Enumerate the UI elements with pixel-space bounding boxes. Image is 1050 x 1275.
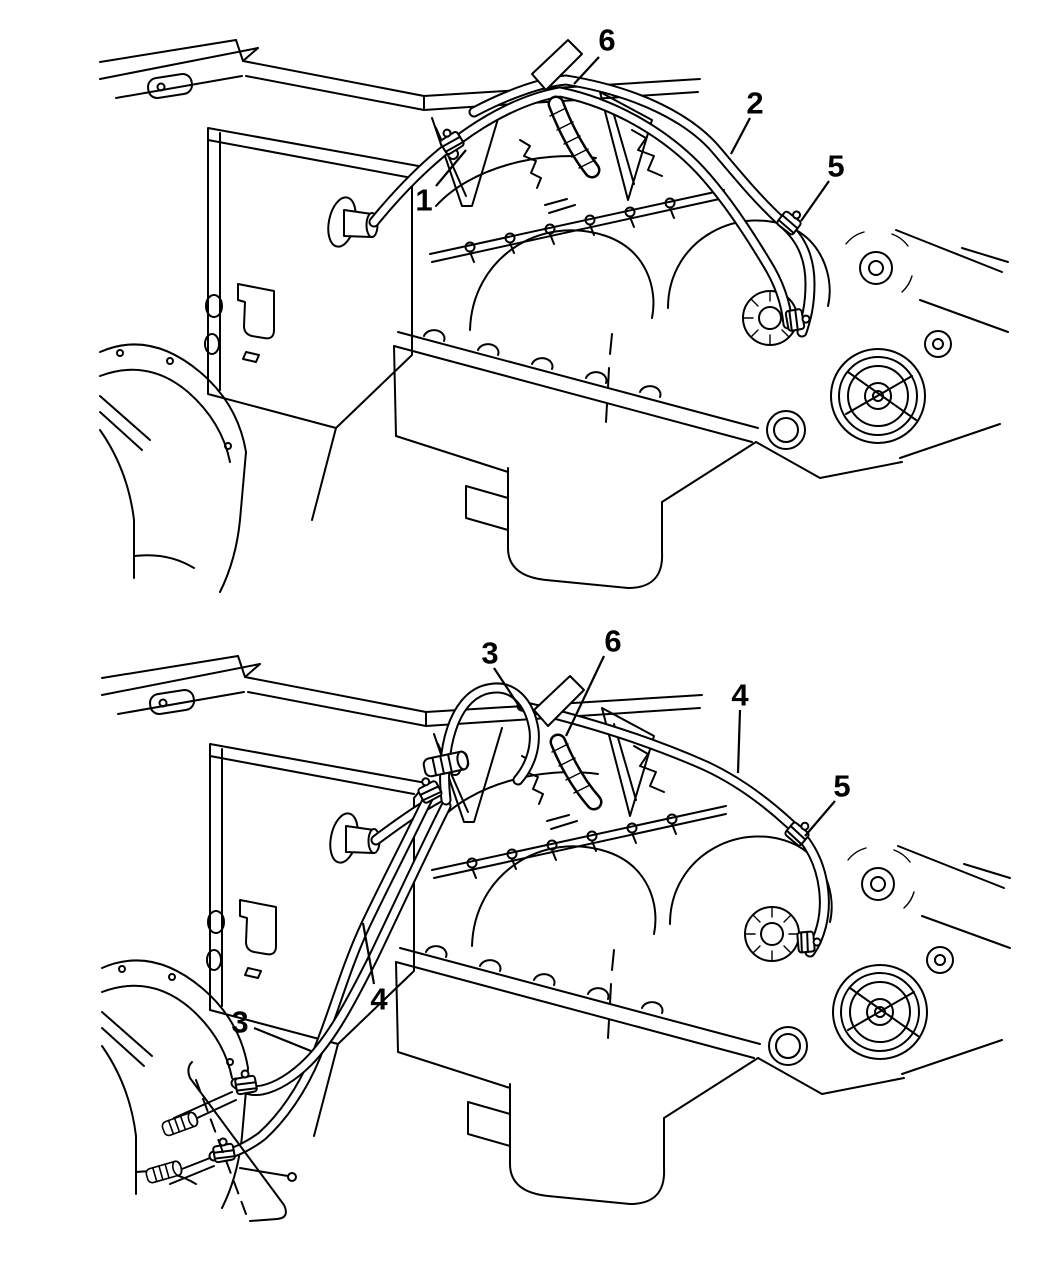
callout-label-3: 3 — [231, 1005, 248, 1040]
rear-heater-line-ends — [144, 1067, 297, 1185]
callout-leader-line — [565, 655, 605, 737]
callout-leader-line — [730, 117, 751, 155]
heater-hose-2 — [468, 74, 816, 338]
callout-label-5: 5 — [833, 769, 850, 804]
callout-label-6: 6 — [598, 23, 615, 58]
callout-label-4: 4 — [731, 678, 749, 713]
callout-leader-line — [736, 709, 742, 774]
callout-leader-line — [800, 180, 830, 222]
callout-label-3: 3 — [481, 636, 498, 671]
callout-leader-line — [435, 149, 467, 187]
chassis-and-engine — [100, 40, 1008, 592]
hose-retainer-6 — [533, 675, 603, 811]
callouts-bottom-view: 3 6 4 5 4 3 — [231, 624, 851, 1053]
callout-leader-line — [493, 667, 522, 710]
callout-leader-line — [253, 1026, 312, 1053]
callout-leader-line — [573, 56, 600, 85]
heater-hose-stub-link — [370, 791, 446, 846]
callout-label-5: 5 — [827, 149, 844, 184]
callout-leader-line — [361, 922, 376, 985]
callout-label-2: 2 — [746, 86, 763, 121]
hose-retainer-6 — [531, 39, 601, 179]
heater-hose-1 — [368, 86, 794, 330]
splash-shield-cutout — [187, 1061, 287, 1222]
callout-label-6: 6 — [604, 624, 621, 659]
quick-connect-fitting — [421, 749, 471, 779]
callout-label-1: 1 — [415, 183, 432, 218]
callout-label-4: 4 — [370, 982, 388, 1017]
callout-leader-line — [804, 800, 836, 837]
figure-bottom-view: 3 6 4 5 4 3 — [102, 624, 1010, 1222]
heater-hose-4 — [208, 700, 830, 1162]
